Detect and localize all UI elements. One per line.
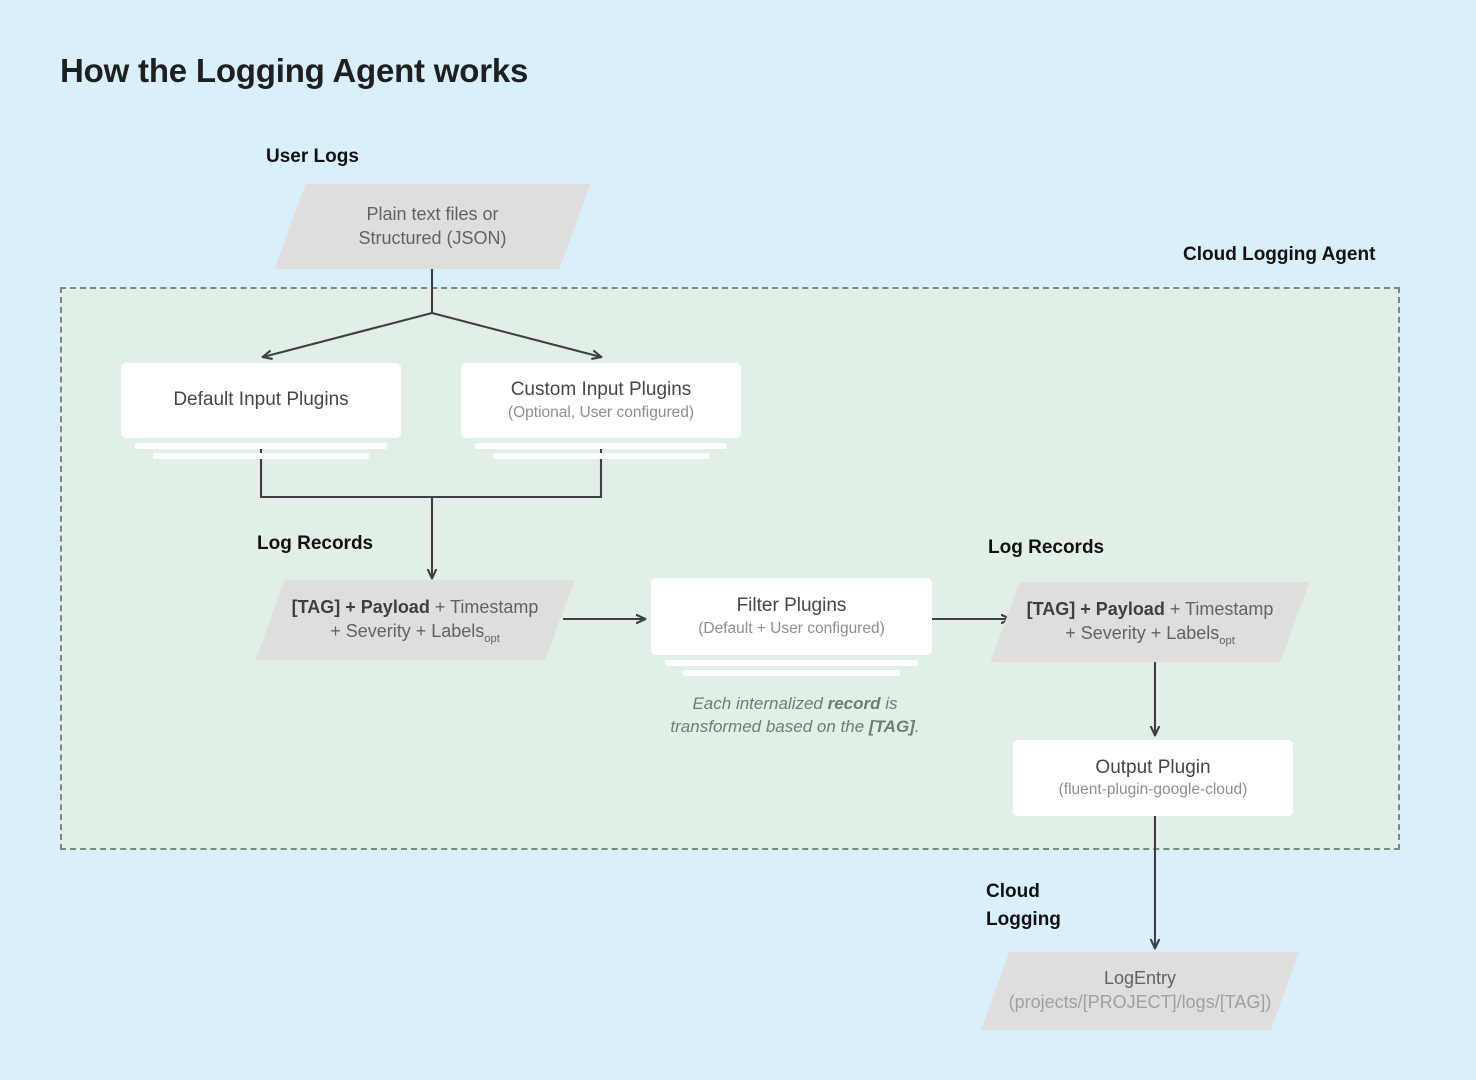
caption-part3: transformed based on the bbox=[670, 717, 869, 737]
node-user-logs-line2: Structured (JSON) bbox=[358, 227, 507, 248]
node-output-plugin[interactable]: Output Plugin (fluent-plugin-google-clou… bbox=[1013, 740, 1293, 816]
card-title: Default Input Plugins bbox=[173, 389, 349, 411]
node-log-record-left-line1: [TAG] + Payload + Timestamp bbox=[292, 596, 539, 620]
card-title: Output Plugin bbox=[1095, 756, 1211, 778]
node-log-record-left: [TAG] + Payload + Timestamp + Severity +… bbox=[255, 580, 575, 660]
card-stack-layer-2 bbox=[683, 670, 900, 676]
log-record-line2-sub: opt bbox=[1219, 635, 1235, 647]
node-user-logs-line1: Plain text files or bbox=[366, 203, 499, 224]
label-cloud-logging: Cloud Logging bbox=[986, 878, 1061, 934]
caption-part4: . bbox=[914, 717, 920, 737]
node-log-entry: LogEntry (projects/[PROJECT]/logs/[TAG]) bbox=[980, 952, 1300, 1030]
node-log-entry-line2: (projects/[PROJECT]/logs/[TAG]) bbox=[1008, 992, 1272, 1012]
node-default-input-plugins[interactable]: Default Input Plugins bbox=[121, 363, 401, 459]
node-custom-input-plugins[interactable]: Custom Input Plugins (Optional, User con… bbox=[461, 363, 741, 459]
label-log-records-right: Log Records bbox=[988, 537, 1105, 558]
log-record-rest-part: + Timestamp bbox=[429, 597, 539, 618]
card-title: Custom Input Plugins bbox=[510, 379, 692, 401]
log-record-line2-sub: opt bbox=[484, 633, 500, 645]
caption-bold-tag: [TAG] bbox=[868, 717, 915, 737]
card-stack-layer-2 bbox=[153, 453, 369, 459]
card-subtitle: (fluent-plugin-google-cloud) bbox=[1058, 781, 1248, 799]
card-face[interactable]: Output Plugin (fluent-plugin-google-clou… bbox=[1013, 740, 1293, 816]
log-record-bold-part: [TAG] + Payload bbox=[291, 597, 430, 618]
caption-part2: is bbox=[880, 694, 898, 713]
log-record-line2-text: + Severity + Labels bbox=[1065, 623, 1220, 643]
node-log-record-left-line2: + Severity + Labelsopt bbox=[330, 620, 500, 645]
card-face[interactable]: Default Input Plugins bbox=[121, 363, 401, 438]
label-cloud-logging-agent: Cloud Logging Agent bbox=[1183, 244, 1376, 265]
node-user-logs-source: Plain text files or Structured (JSON) bbox=[274, 184, 591, 269]
card-stack-layer-1 bbox=[665, 660, 918, 666]
card-subtitle: (Optional, User configured) bbox=[507, 403, 695, 421]
card-subtitle: (Default + User configured) bbox=[698, 619, 885, 637]
page-title: How the Logging Agent works bbox=[60, 52, 529, 89]
caption-transform-note: Each internalized record is transformed … bbox=[620, 692, 970, 739]
label-cloud-logging-line2: Logging bbox=[986, 909, 1061, 930]
log-record-rest-part: + Timestamp bbox=[1164, 599, 1274, 620]
node-log-record-right: [TAG] + Payload + Timestamp + Severity +… bbox=[990, 582, 1310, 662]
card-face[interactable]: Filter Plugins (Default + User configure… bbox=[651, 578, 932, 655]
card-stack-layer-2 bbox=[493, 453, 709, 459]
node-log-record-right-line2: + Severity + Labelsopt bbox=[1065, 622, 1235, 647]
label-user-logs: User Logs bbox=[266, 146, 359, 167]
node-log-record-right-line1: [TAG] + Payload + Timestamp bbox=[1027, 598, 1274, 622]
log-record-bold-part: [TAG] + Payload bbox=[1026, 599, 1165, 620]
label-cloud-logging-line1: Cloud bbox=[986, 881, 1040, 902]
card-stack-layer-1 bbox=[135, 443, 387, 449]
caption-part1: Each internalized bbox=[692, 694, 828, 713]
card-face[interactable]: Custom Input Plugins (Optional, User con… bbox=[461, 363, 741, 438]
log-record-line2-text: + Severity + Labels bbox=[330, 621, 485, 641]
card-title: Filter Plugins bbox=[736, 595, 847, 617]
node-log-entry-line1: LogEntry bbox=[1103, 968, 1177, 989]
node-filter-plugins[interactable]: Filter Plugins (Default + User configure… bbox=[651, 578, 932, 676]
caption-bold-record: record bbox=[827, 694, 881, 713]
card-stack-layer-1 bbox=[475, 443, 727, 449]
label-log-records-left: Log Records bbox=[257, 533, 374, 554]
